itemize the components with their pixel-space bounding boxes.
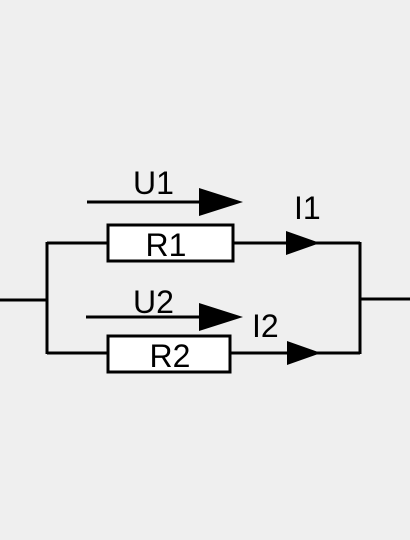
current-i2-label: I2 bbox=[252, 308, 279, 344]
current-i1-arrow bbox=[286, 231, 320, 255]
current-i1-label: I1 bbox=[294, 190, 321, 226]
voltage-u1-arrow bbox=[87, 188, 243, 216]
voltage-u1-label: U1 bbox=[133, 165, 174, 201]
resistor-r1 bbox=[106, 223, 235, 263]
voltage-u2-label: U2 bbox=[133, 284, 174, 320]
voltage-u2-arrow bbox=[86, 303, 243, 331]
current-i2-arrow bbox=[287, 341, 321, 365]
resistor-r2 bbox=[106, 334, 232, 374]
resistor-r2-label: R2 bbox=[150, 338, 191, 374]
resistor-r1-label: R1 bbox=[146, 227, 187, 263]
